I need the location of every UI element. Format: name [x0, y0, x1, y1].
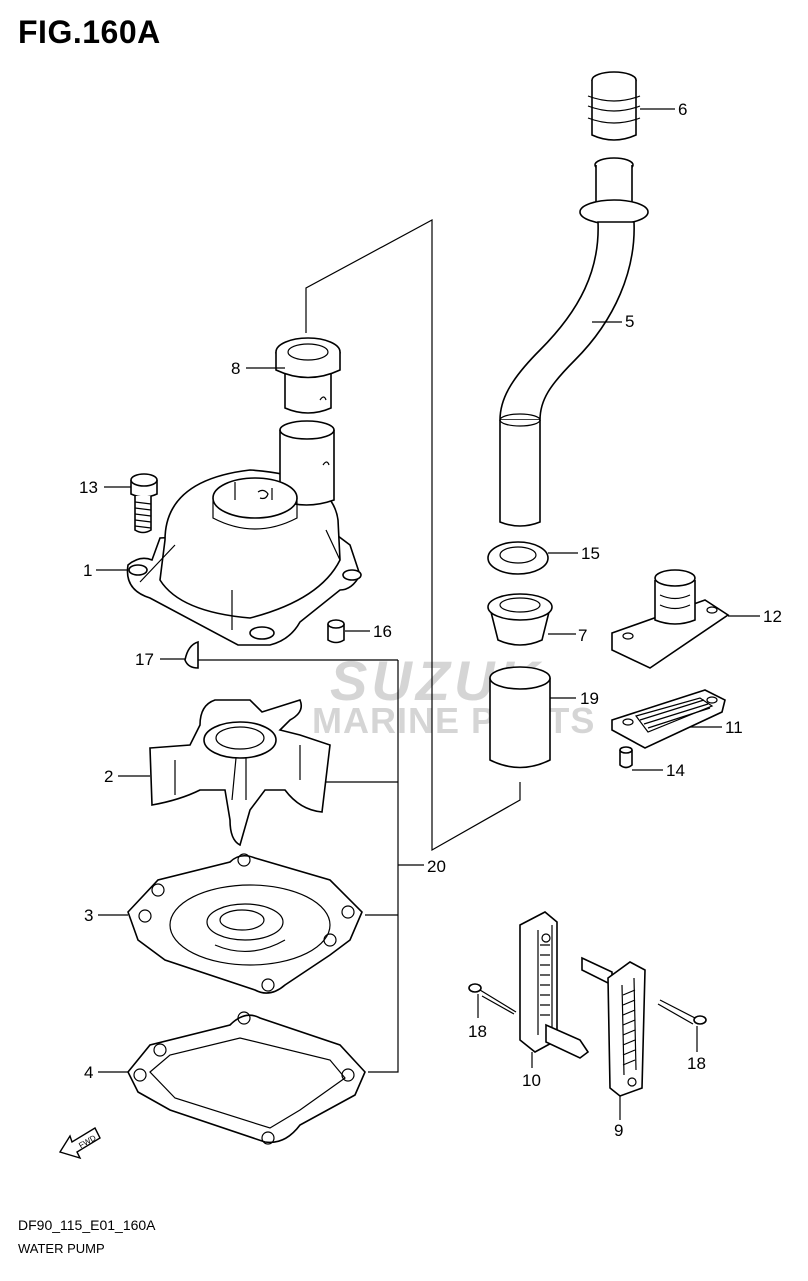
pump-seal-part: [275, 337, 341, 414]
seal-part: [487, 593, 553, 646]
pin-part: [327, 619, 345, 644]
callout-20: 20: [427, 857, 446, 876]
callout-3: 3: [84, 906, 93, 925]
pump-case-part: [126, 420, 362, 646]
grommet-part: [587, 71, 641, 141]
o-ring-part: [487, 541, 549, 575]
water-tube-part: [499, 157, 649, 527]
key-part: [184, 640, 199, 669]
callout-10: 10: [522, 1071, 541, 1090]
callout-13: 13: [79, 478, 98, 497]
callout-5: 5: [625, 312, 634, 331]
grille-part: [581, 956, 646, 1097]
callout-19: 19: [580, 689, 599, 708]
callout-1: 1: [83, 561, 92, 580]
leader-lines: [96, 108, 760, 1120]
callout-18-right: 18: [687, 1054, 706, 1073]
gasket-part: [127, 1011, 366, 1145]
callout-16: 16: [373, 622, 392, 641]
callout-11: 11: [725, 718, 743, 737]
callout-4: 4: [84, 1063, 93, 1082]
assembly-bracket: [196, 218, 521, 1073]
callout-18-left: 18: [468, 1022, 487, 1041]
callout-8: 8: [231, 359, 240, 378]
callout-9: 9: [614, 1121, 623, 1140]
screw-left-part: [468, 983, 517, 1015]
screw-right-part: [657, 999, 707, 1025]
figure-title: FIG.160A: [18, 14, 161, 50]
impeller-part: [149, 699, 331, 847]
callout-17: 17: [135, 650, 154, 669]
callout-7: 7: [578, 626, 587, 645]
callout-6: 6: [678, 100, 687, 119]
figure-name: WATER PUMP: [18, 1241, 105, 1256]
bolt-part: [130, 473, 158, 534]
mesh-holder-part: [519, 911, 590, 1059]
figure-code: DF90_115_E01_160A: [18, 1217, 156, 1233]
sleeve-part: [489, 666, 551, 769]
callout-14: 14: [666, 761, 685, 780]
callout-2: 2: [104, 767, 113, 786]
callout-15: 15: [581, 544, 600, 563]
callout-12: 12: [763, 607, 782, 626]
plate-part: [127, 853, 363, 994]
connector-part: [611, 569, 730, 669]
filter-plate-part: [611, 689, 726, 749]
screw-part: [619, 746, 633, 769]
forward-arrow-icon: FWD: [58, 1127, 101, 1160]
